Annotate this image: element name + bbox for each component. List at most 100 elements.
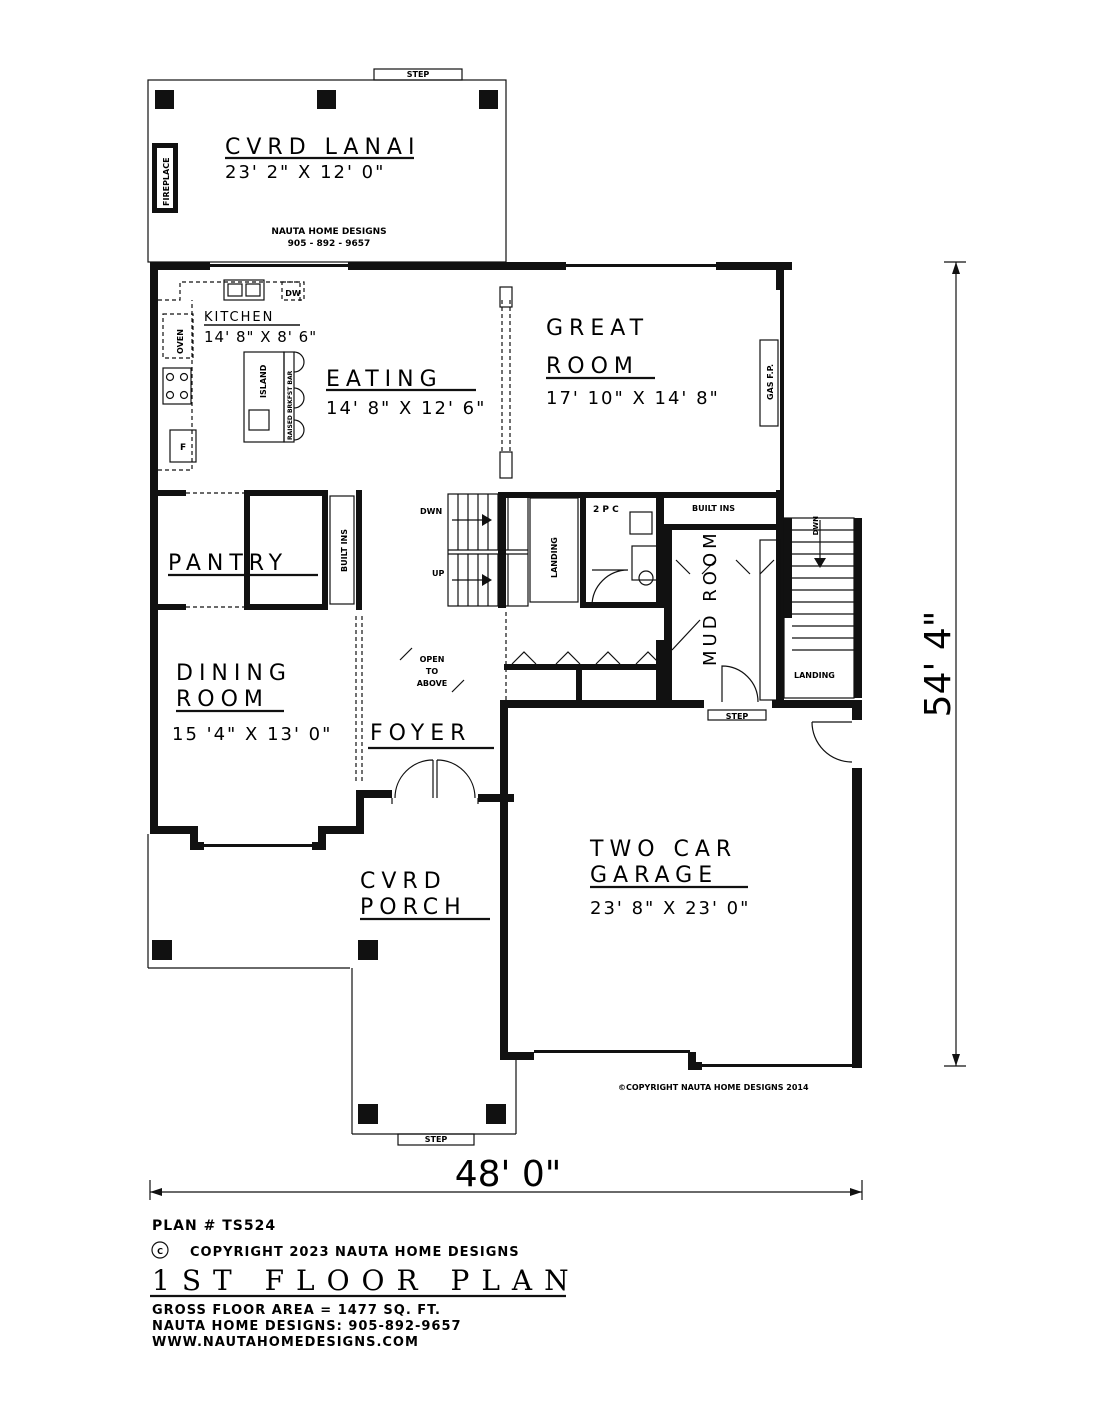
footer-website: WWW.NAUTAHOMEDESIGNS.COM bbox=[152, 1335, 419, 1350]
eating-size: 14' 8" X 12' 6" bbox=[326, 398, 486, 419]
closets bbox=[511, 559, 775, 665]
lanai-step-label: STEP bbox=[407, 70, 430, 79]
copyright-symbol: C bbox=[157, 1247, 163, 1256]
great-room-title-1: GREAT bbox=[546, 316, 649, 341]
designer-phone: 905 - 892 - 9657 bbox=[288, 239, 371, 249]
side-landing-label: LANDING bbox=[794, 671, 835, 680]
staircase: DWN UP LANDING bbox=[420, 493, 579, 607]
exterior-walls bbox=[150, 262, 862, 1070]
stools bbox=[293, 351, 305, 441]
plan-number: PLAN # TS524 bbox=[152, 1218, 276, 1234]
porch-title-1: CVRD bbox=[360, 869, 447, 894]
open-label-1: OPEN bbox=[420, 655, 445, 664]
toilet-icon bbox=[629, 511, 653, 535]
garage-side-door bbox=[811, 721, 853, 763]
pantry: PANTRY bbox=[168, 551, 318, 577]
eating-title: EATING bbox=[326, 367, 443, 392]
mud-room: MUD ROOM STEP bbox=[700, 529, 767, 721]
stair-landing-label: LANDING bbox=[550, 537, 559, 578]
dishwasher bbox=[281, 281, 305, 301]
garage: TWO CAR GARAGE 23' 8" X 23' 0" ©COPYRIGH… bbox=[589, 721, 853, 1092]
column bbox=[499, 451, 513, 479]
cooktop-icon bbox=[162, 367, 192, 405]
lanai-size: 23' 2" X 12' 0" bbox=[225, 162, 385, 183]
mud-step-label: STEP bbox=[726, 712, 749, 721]
open-label-2: TO bbox=[426, 667, 438, 676]
dining-title-1: DINING bbox=[176, 661, 292, 686]
breakfast-bar bbox=[283, 351, 295, 443]
porch-step-label: STEP bbox=[425, 1135, 448, 1144]
designer-name: NAUTA HOME DESIGNS bbox=[271, 227, 386, 237]
plan-title: 1ST FLOOR PLAN bbox=[152, 1264, 581, 1297]
dining-size: 15 '4" X 13' 0" bbox=[172, 724, 332, 745]
dishwasher-label: DW bbox=[285, 289, 301, 298]
post bbox=[152, 940, 172, 960]
island-sink-icon bbox=[248, 409, 270, 431]
foyer-title: FOYER bbox=[370, 721, 471, 746]
covered-porch: STEP CVRD PORCH bbox=[147, 834, 517, 1146]
gross-floor-area: GROSS FLOOR AREA = 1477 SQ. FT. bbox=[152, 1303, 441, 1318]
oven bbox=[162, 313, 194, 359]
built-ins: BUILT INS BUILT INS bbox=[329, 495, 735, 605]
kitchen-size: 14' 8" X 8' 6" bbox=[204, 328, 317, 346]
fireplace-label: FIREPLACE bbox=[162, 157, 171, 206]
garage-size: 23' 8" X 23' 0" bbox=[590, 898, 750, 919]
foyer: FOYER bbox=[368, 721, 494, 804]
open-to-above: OPEN TO ABOVE bbox=[399, 647, 465, 693]
porch-title-2: PORCH bbox=[360, 895, 467, 920]
dining-room: DINING ROOM 15 '4" X 13' 0" bbox=[172, 661, 332, 745]
gas-fireplace-label: GAS F.P. bbox=[766, 364, 775, 400]
lanai-title: CVRD LANAI bbox=[225, 135, 420, 160]
garage-title-1: TWO CAR bbox=[589, 837, 737, 862]
post bbox=[358, 940, 378, 960]
pantry-title: PANTRY bbox=[168, 551, 288, 576]
gas-fireplace bbox=[759, 339, 779, 427]
width-dimension: 48' 0" bbox=[455, 1154, 562, 1195]
dining-title-2: ROOM bbox=[176, 687, 269, 712]
powder-room: 2 P C bbox=[591, 505, 659, 607]
kitchen: DW OVEN F KITCHEN 14' 8" X 8' 6" ISLAND … bbox=[158, 279, 317, 471]
post bbox=[479, 90, 498, 109]
vanity-sink-icon bbox=[631, 545, 659, 581]
kitchen-title: KITCHEN bbox=[204, 310, 274, 325]
footer-copyright: COPYRIGHT 2023 NAUTA HOME DESIGNS bbox=[190, 1245, 520, 1260]
porch-step bbox=[397, 1133, 475, 1146]
covered-lanai: STEP FIREPLACE CVRD LANAI 23' 2" X 12' 0… bbox=[147, 68, 507, 263]
sink-icon bbox=[223, 279, 265, 301]
built-ins-label-hall: BUILT INS bbox=[692, 504, 735, 513]
stair-up-label: UP bbox=[432, 569, 444, 578]
side-stair-down-label: DWN bbox=[812, 516, 820, 536]
side-stair: DWN LANDING bbox=[783, 516, 862, 699]
front-door bbox=[391, 759, 479, 804]
breakfast-bar-label: RAISED BRKFST BAR bbox=[287, 370, 294, 440]
great-room-size: 17' 10" X 14' 8" bbox=[546, 388, 720, 409]
footer-phone: NAUTA HOME DESIGNS: 905-892-9657 bbox=[152, 1319, 462, 1334]
fridge bbox=[169, 429, 197, 463]
post bbox=[486, 1104, 506, 1124]
mud-room-title: MUD ROOM bbox=[700, 529, 721, 666]
great-room-title-2: ROOM bbox=[546, 354, 639, 379]
fridge-label: F bbox=[180, 443, 186, 453]
oven-label: OVEN bbox=[176, 329, 185, 354]
title-block: PLAN # TS524 C COPYRIGHT 2023 NAUTA HOME… bbox=[150, 1218, 581, 1350]
powder-room-label: 2 P C bbox=[593, 505, 619, 515]
open-label-3: ABOVE bbox=[417, 679, 448, 688]
garage-title-2: GARAGE bbox=[590, 863, 718, 888]
depth-dimension: 54' 4" bbox=[918, 611, 959, 718]
mud-room-door bbox=[721, 665, 759, 703]
powder-door bbox=[591, 569, 629, 607]
copyright-icon bbox=[151, 1241, 169, 1259]
post bbox=[155, 90, 174, 109]
mud-step bbox=[707, 709, 767, 721]
plan-copyright: ©COPYRIGHT NAUTA HOME DESIGNS 2014 bbox=[618, 1083, 809, 1092]
post bbox=[358, 1104, 378, 1124]
island-label: ISLAND bbox=[259, 364, 268, 398]
dimension-lines: 48' 0" 54' 4" bbox=[149, 261, 966, 1200]
column bbox=[499, 286, 513, 308]
great-room: GREAT ROOM 17' 10" X 14' 8" GAS F.P. bbox=[546, 316, 779, 427]
lanai-step bbox=[373, 68, 463, 81]
eating-area: EATING 14' 8" X 12' 6" bbox=[326, 286, 513, 479]
stair-down-label: DWN bbox=[420, 507, 442, 516]
built-ins-label-pantry: BUILT INS bbox=[340, 529, 349, 572]
